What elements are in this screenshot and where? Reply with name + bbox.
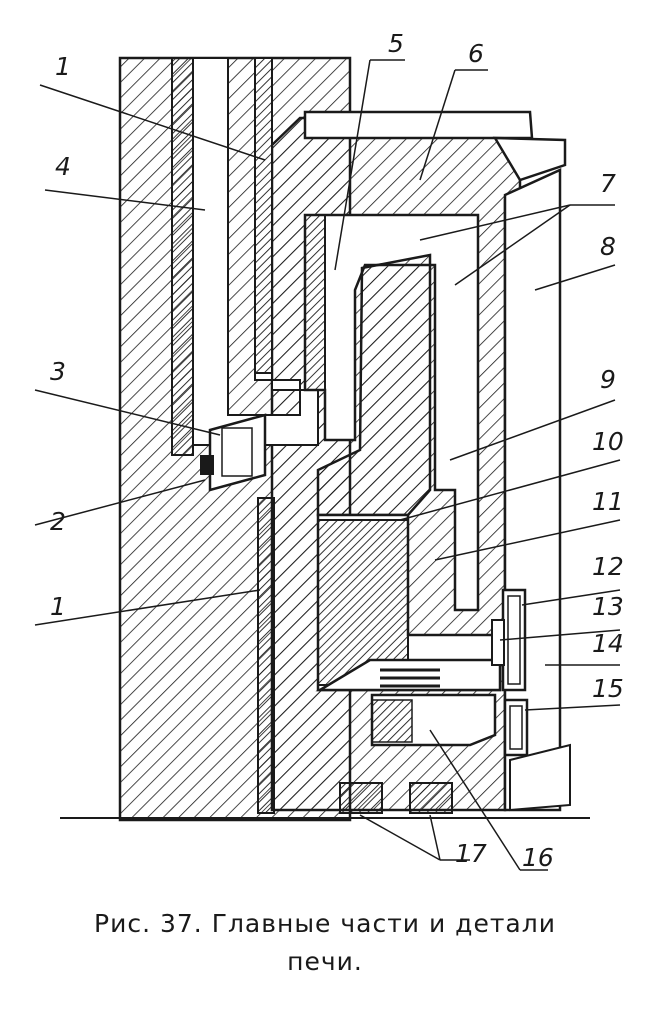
foundation-vents bbox=[339, 782, 453, 814]
callout-2: 2 bbox=[50, 507, 66, 536]
air-gap-channel bbox=[257, 497, 275, 814]
callout-13: 13 bbox=[592, 592, 624, 621]
callout-11: 11 bbox=[592, 487, 624, 516]
callout-6: 6 bbox=[468, 39, 484, 68]
caption-line-1: Рис. 37. Главные части и детали bbox=[94, 909, 556, 938]
callout-labels: 1 5 6 4 7 8 3 9 10 2 11 12 13 1 14 15 17… bbox=[50, 29, 624, 872]
figure-caption: Рис. 37. Главные части и детали печи. bbox=[0, 905, 650, 981]
callout-9: 9 bbox=[600, 365, 616, 394]
callout-1-bottom: 1 bbox=[50, 592, 66, 621]
callout-4: 4 bbox=[55, 152, 71, 181]
callout-16: 16 bbox=[522, 843, 554, 872]
callout-7: 7 bbox=[600, 169, 616, 198]
chimney-flue bbox=[171, 57, 319, 456]
grate bbox=[315, 658, 502, 692]
callout-14: 14 bbox=[592, 629, 624, 658]
callout-12: 12 bbox=[592, 552, 624, 581]
leader-lines bbox=[34, 59, 621, 871]
caption-line-2: печи. bbox=[287, 947, 363, 976]
damper bbox=[200, 413, 267, 492]
callout-3: 3 bbox=[50, 357, 66, 386]
callout-8: 8 bbox=[600, 232, 616, 261]
stove-cross-section-diagram: 1 5 6 4 7 8 3 9 10 2 11 12 13 1 14 15 17… bbox=[34, 29, 624, 872]
ash-door bbox=[503, 698, 529, 757]
callout-15: 15 bbox=[592, 674, 624, 703]
callout-1-top: 1 bbox=[55, 52, 71, 81]
callout-17: 17 bbox=[455, 839, 487, 868]
callout-10: 10 bbox=[592, 427, 624, 456]
callout-5: 5 bbox=[388, 29, 404, 58]
